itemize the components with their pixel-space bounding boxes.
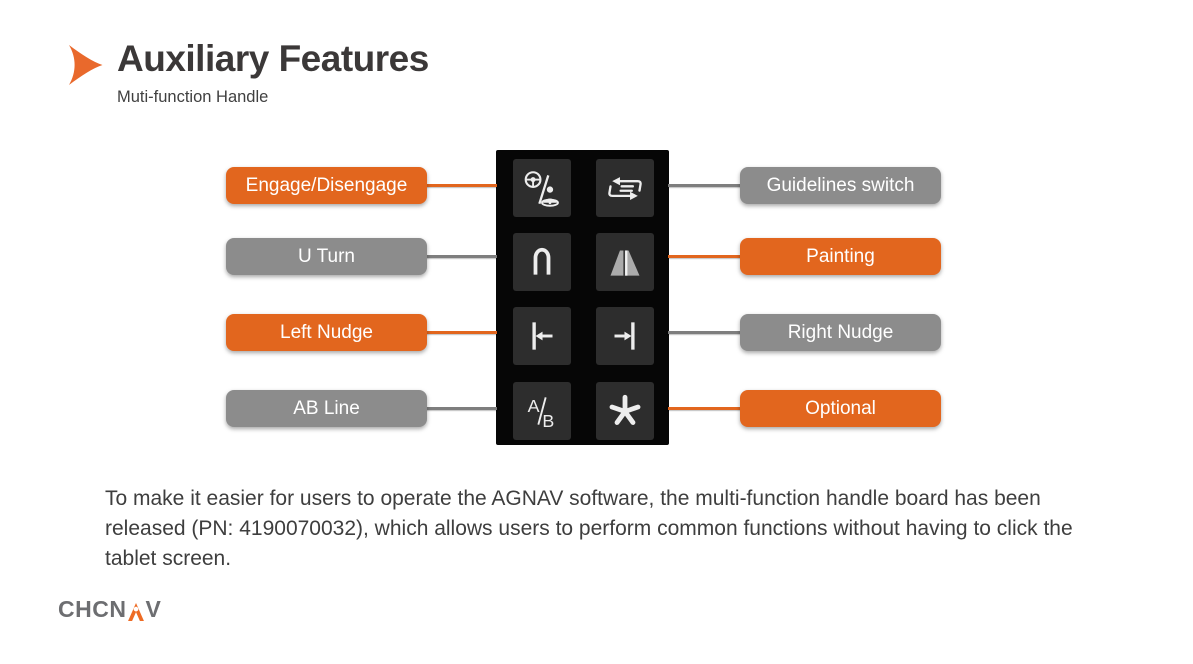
u-turn-key [513,233,571,291]
page-subtitle: Muti-function Handle [117,87,269,106]
label-right-nudge: Right Nudge [740,314,941,351]
connector-line [426,331,497,334]
label-engage-disengage: Engage/Disengage [226,167,427,204]
label-left-nudge: Left Nudge [226,314,427,351]
engage-disengage-icon [524,171,559,207]
ab-line-icon: A B [528,396,555,431]
label-guidelines-switch: Guidelines switch [740,167,941,204]
painting-key [596,233,654,291]
chcnav-logo: CHCN V [58,598,161,621]
asterisk-icon [609,394,641,425]
label-optional: Optional [740,390,941,427]
connector-line [668,331,741,334]
painting-icon [610,250,640,276]
connector-line [668,184,741,187]
guidelines-switch-key [596,159,654,217]
logo-text-prefix: CHCN [58,596,127,622]
header: Auxiliary Features Muti-function Handle [117,38,429,107]
right-nudge-key [596,307,654,365]
connector-line [426,407,497,410]
page-title: Auxiliary Features [117,38,429,79]
logo-a-icon [128,603,145,621]
engage-disengage-key [513,159,571,217]
connector-line [668,407,741,410]
guidelines-switch-icon [608,177,642,200]
description-text: To make it easier for users to operate t… [105,487,1073,570]
label-u-turn: U Turn [226,238,427,275]
connector-line [668,255,741,258]
connector-line [426,184,497,187]
svg-text:A: A [528,396,540,416]
left-nudge-key [513,307,571,365]
bullet-arrow-icon [69,45,103,85]
logo-text-suffix: V [145,596,162,622]
ab-line-key: A B [513,382,571,440]
connector-line [426,255,497,258]
label-painting: Painting [740,238,941,275]
optional-key [596,382,654,440]
left-nudge-icon [532,322,553,350]
label-ab-line: AB Line [226,390,427,427]
right-nudge-icon [614,322,635,350]
u-turn-icon [533,247,551,275]
svg-text:B: B [542,411,554,431]
